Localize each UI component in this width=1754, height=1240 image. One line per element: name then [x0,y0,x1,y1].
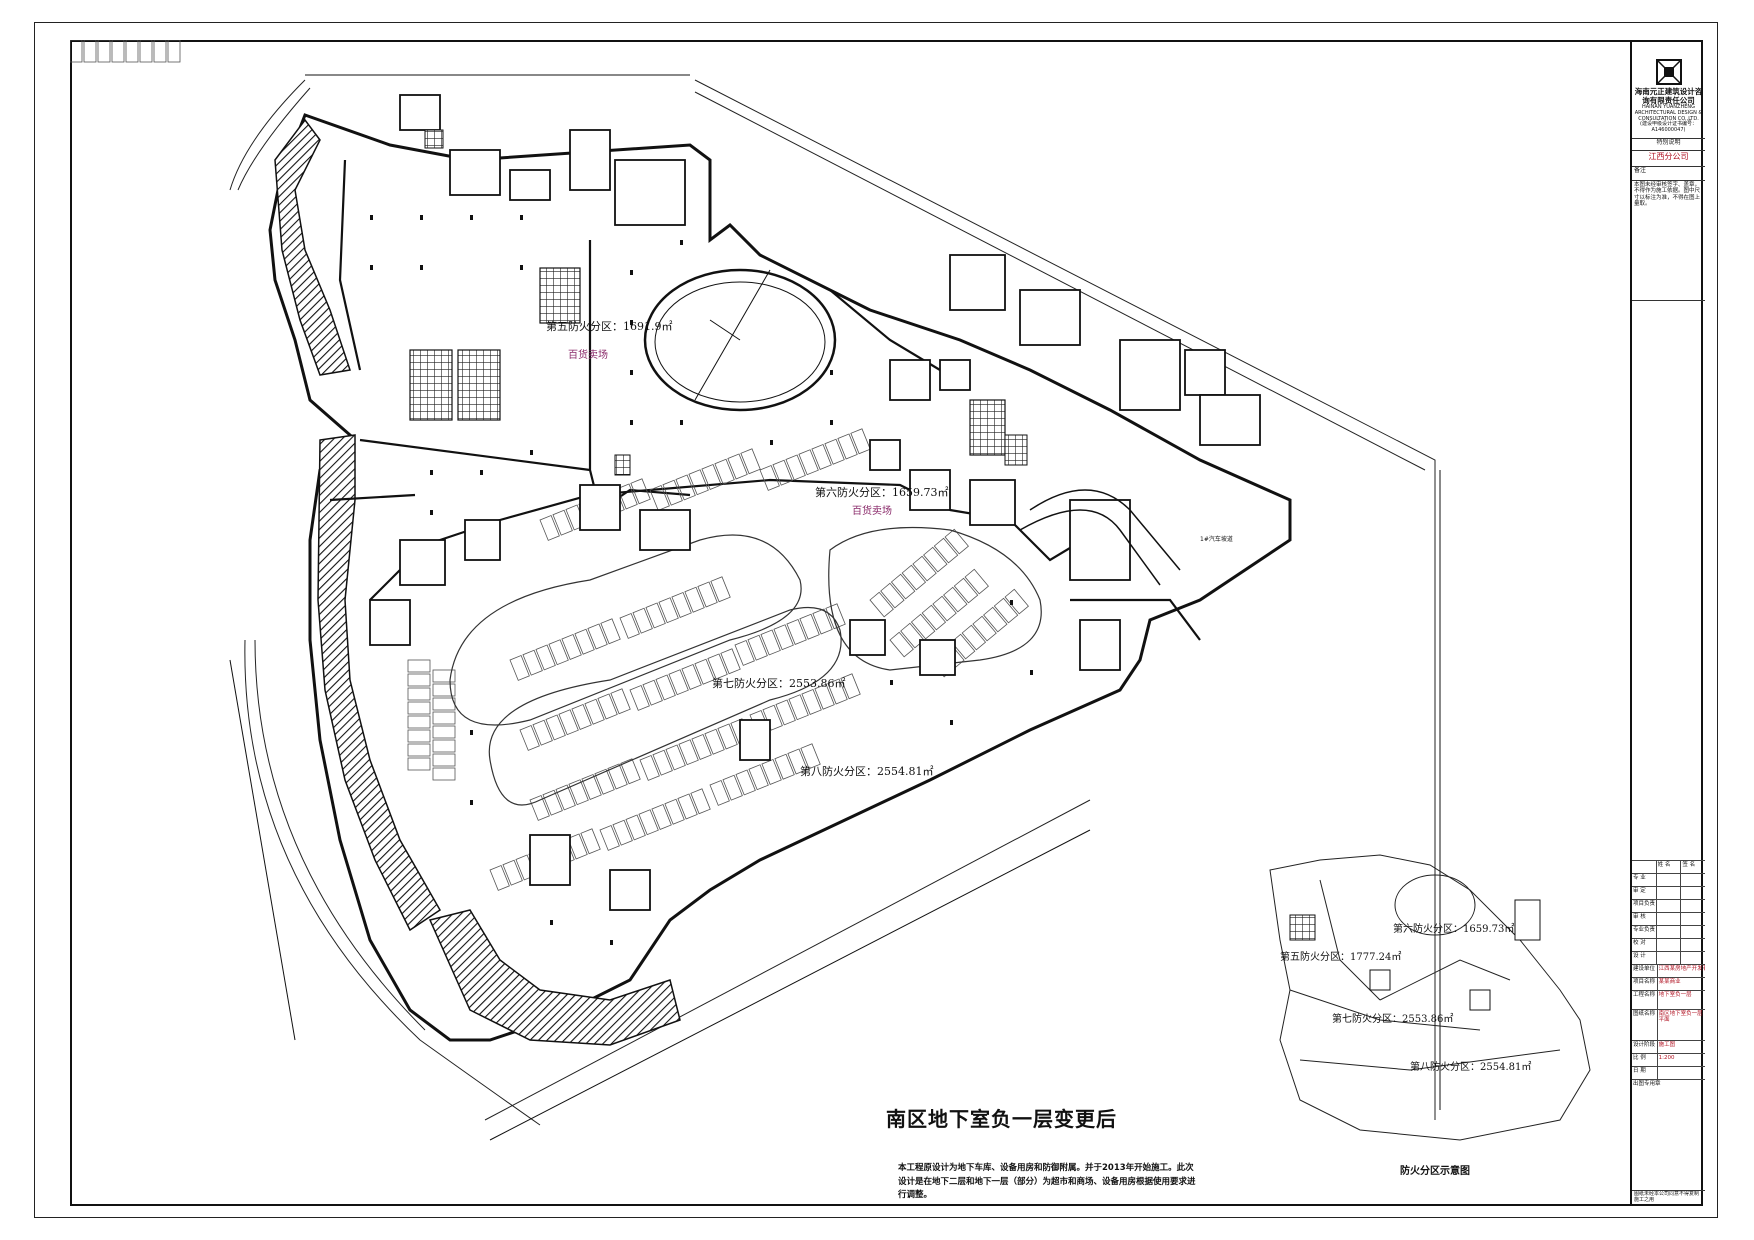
certificate-number: (建设甲级设计证书编号：A146000047) [1640,121,1697,134]
drawing-row: 工程名称地下室负一层 [1632,990,1705,1009]
floor-plan [70,40,1441,1141]
dimension-lines [229,74,1441,1141]
branch-name: 江西分公司 [1632,150,1705,166]
blank-panel [1632,300,1705,860]
sig-header-name: 姓 名 [1657,861,1682,873]
outbuildings [949,254,1261,446]
inset-zone-7-label: 第七防火分区：2553.86㎡ [1332,1014,1454,1025]
dept-store-label-2: 百货卖场 [852,506,892,517]
job-row: 项目名称某某商业 [1632,977,1705,990]
date-row: 日 期 [1632,1066,1705,1079]
company-logo-icon [1655,59,1682,85]
sig-row: 专业负责 [1632,925,1705,938]
inset-title: 防火分区示意图 [1400,1166,1470,1177]
sig-row: 专 业 [1632,873,1705,886]
inset-zone-8-label: 第八防火分区：2554.81㎡ [1410,1062,1532,1073]
parking-stalls [70,40,1029,891]
core-rooms [369,94,1131,911]
inset-zone-6-label: 第六防火分区：1659.73㎡ [1393,924,1515,935]
company-name-en: HAINAN YUANZHENG ARCHITECTURAL DESIGN & … [1634,104,1703,122]
remarks-text: 本图未经审核签字、盖章，不得作为施工依据。图中尺寸以标注为准，不得在图上量取。 [1632,180,1705,300]
title-block: 海南元正建筑设计咨询有限责任公司 HAINAN YUANZHENG ARCHIT… [1630,40,1705,1206]
sig-header-sign: 签 名 [1682,862,1696,868]
sig-row: 审 核 [1632,912,1705,925]
footer-note: 图纸未经本公司同意不得复制施工之用 [1632,1190,1705,1206]
atrium-oval [643,268,837,412]
drawing-title: 南区地下室负一层变更后 [886,1107,1117,1131]
stairs [424,129,1028,476]
signature-table: 姓 名 签 名 专 业 审 定 项目负责 审 核 专业负责 校 对 设 计 建设… [1632,860,1705,1160]
car-ramp-label: 1#汽车坡道 [1200,536,1233,543]
structural-columns [370,215,1033,945]
fire-zone-inset-diagram [1269,854,1591,1141]
company-logo-block: 海南元正建筑设计咨询有限责任公司 HAINAN YUANZHENG ARCHIT… [1632,40,1705,138]
sig-row: 项目负责 [1632,899,1705,912]
site-boundary-lines [229,79,1436,1126]
figure-row: 图纸名称南区地下室负一层平面 [1632,1009,1705,1040]
sheet-outer-border [34,22,1718,1218]
dept-store-label-1: 百货卖场 [568,350,608,361]
seal-row: 出图专用章 [1632,1079,1705,1160]
design-note: 本工程原设计为地下车库、设备用房和防御附属。并于2013年开始施工。此次设计是在… [898,1163,1196,1201]
sig-row: 设 计 [1632,951,1705,964]
escalators [409,267,1006,456]
sig-row: 审 定 [1632,886,1705,899]
stage-row: 设计阶段施工图 [1632,1040,1705,1053]
sig-header-row: 姓 名 签 名 [1632,860,1705,873]
sig-row: 校 对 [1632,938,1705,951]
fire-zone-5-label: 第五防火分区：1691.9㎡ [546,320,673,333]
fire-zone-7-label: 第七防火分区：2553.86㎡ [712,677,846,690]
stamp-note-label: 备注 [1632,166,1705,180]
company-name: 海南元正建筑设计咨询有限责任公司 [1634,86,1703,105]
inset-zone-5-label: 第五防火分区：1777.24㎡ [1280,952,1402,963]
project-row: 建设单位江西某房地产开发有限公司 [1632,964,1705,977]
hatched-walls [274,118,681,1046]
fire-zone-8-label: 第八防火分区：2554.81㎡ [800,765,934,778]
fire-zone-6-label: 第六防火分区：1659.73㎡ [815,486,949,499]
sheet-inner-border [70,40,1703,1206]
car-ramp [1019,489,1181,586]
branch-label: 特别说明 [1632,138,1705,150]
